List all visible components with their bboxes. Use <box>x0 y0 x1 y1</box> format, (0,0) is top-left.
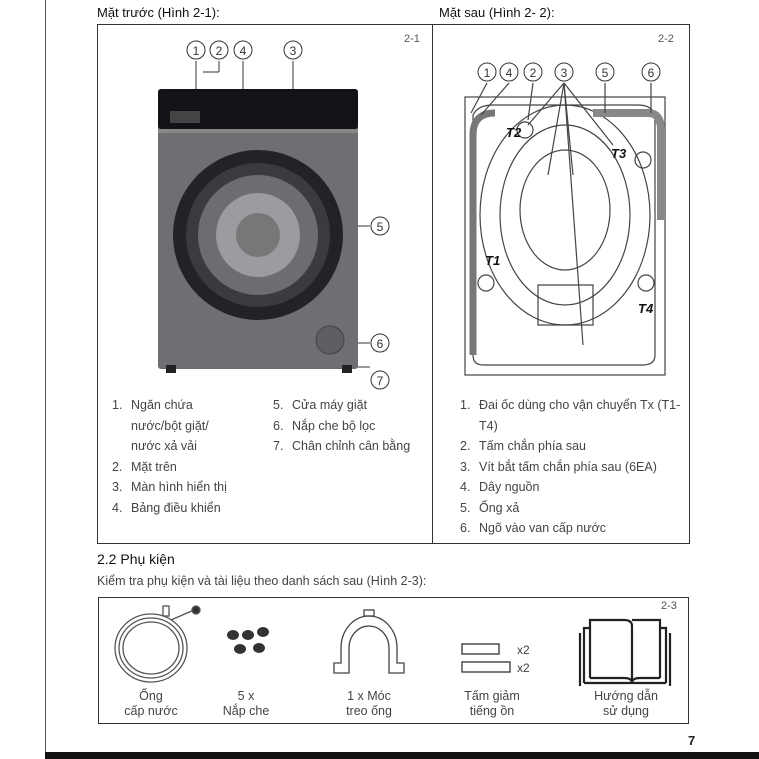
bolt-label-t4: T4 <box>638 301 654 316</box>
rear-callout-4: 4 <box>506 66 513 80</box>
callout-circle <box>370 370 390 390</box>
rear-callout-5: 5 <box>602 66 609 80</box>
section-heading-accessories: 2.2 Phụ kiện <box>97 551 175 567</box>
callout-circle <box>554 62 574 82</box>
water-hose-icon <box>114 605 201 683</box>
callout-6: 6 <box>377 337 384 351</box>
callout-3: 3 <box>290 44 297 58</box>
front-view-title: Mặt trước (Hình 2-1): <box>97 5 220 20</box>
callout-circle <box>370 333 390 353</box>
bolt-label-t1: T1 <box>485 253 500 268</box>
noise-pad-qty-2: x2 <box>517 661 530 675</box>
page-number: 7 <box>688 733 696 748</box>
callout-circle <box>523 62 543 82</box>
callout-circle <box>209 40 229 60</box>
rear-parts-list: 1.Đai ốc dùng cho vận chuyển Tx (T1-T4) … <box>460 395 690 539</box>
list-item: 5.Ống xả <box>460 500 520 515</box>
list-item: 7.Chân chỉnh cân bằng <box>273 439 411 453</box>
callout-circle <box>370 216 390 236</box>
list-item: 5.Cửa máy giặt <box>273 398 368 412</box>
figure-number-2-1: 2-1 <box>404 33 420 45</box>
callout-1: 1 <box>193 44 200 58</box>
rear-washer-illustration: 1 4 2 3 5 6 T1 T2 T3 T4 <box>464 62 666 376</box>
figure-number-2-3: 2-3 <box>661 600 677 612</box>
list-item: 3.Màn hình hiển thị <box>112 480 227 494</box>
callout-5: 5 <box>377 220 384 234</box>
list-item: 6.Nắp che bộ lọc <box>273 418 376 433</box>
callout-circle <box>477 62 497 82</box>
callout-circle <box>499 62 519 82</box>
rear-callout-1: 1 <box>484 66 491 80</box>
list-item: 4.Bảng điều khiển <box>112 500 221 515</box>
callout-7: 7 <box>377 374 384 388</box>
callout-4: 4 <box>240 44 247 58</box>
callout-circle <box>233 40 253 60</box>
front-washer-illustration <box>158 61 370 373</box>
figure-number-2-2: 2-2 <box>658 33 674 45</box>
noise-pad-qty-1: x2 <box>517 643 530 657</box>
callout-circle <box>283 40 303 60</box>
hose-hook-icon <box>333 609 405 674</box>
front-parts-list-b: 5.Cửa máy giặt 6.Nắp che bộ lọc 7.Chân c… <box>273 395 433 457</box>
callout-circle <box>595 62 615 82</box>
accessories-intro: Kiểm tra phụ kiện và tài liệu theo danh … <box>97 574 427 588</box>
list-item: 4.Dây nguồn <box>460 480 540 494</box>
accessory-illustrations: x2 x2 <box>114 605 672 686</box>
rear-callout-2: 2 <box>530 66 537 80</box>
list-item: 1.Đai ốc dùng cho vận chuyển Tx (T1-T4) <box>460 398 681 433</box>
rear-callout-3: 3 <box>561 66 568 80</box>
list-item: 6.Ngõ vào van cấp nước <box>460 521 607 535</box>
manual-book-icon <box>578 618 672 686</box>
noise-pad-icon <box>461 643 511 673</box>
list-item: 3.Vít bắt tấm chắn phía sau (6EA) <box>460 459 657 474</box>
callout-circle <box>186 40 206 60</box>
rear-view-title: Mặt sau (Hình 2- 2): <box>439 5 555 20</box>
rear-callout-6: 6 <box>648 66 655 80</box>
bolt-label-t3: T3 <box>611 146 627 161</box>
callout-2: 2 <box>216 44 223 58</box>
figure-divider <box>432 25 433 543</box>
front-parts-list-a: 1.Ngăn chứa nước/bột giặt/ nước xả vải 2… <box>112 395 272 518</box>
bolt-label-t2: T2 <box>506 125 522 140</box>
cover-caps-icon <box>227 627 269 654</box>
callout-circle <box>641 62 661 82</box>
list-item: 2.Tấm chắn phía sau <box>460 439 587 453</box>
front-callouts: 1 2 4 3 5 6 7 <box>186 40 390 390</box>
page-margin-line <box>45 0 46 752</box>
list-item: 1.Ngăn chứa nước/bột giặt/ nước xả vải <box>112 398 209 453</box>
figure-box-front-rear: 2-1 2-2 1 2 4 3 5 6 7 <box>97 24 690 544</box>
list-item: 2.Mặt trên <box>112 459 177 474</box>
page-bottom-bar <box>45 752 759 759</box>
